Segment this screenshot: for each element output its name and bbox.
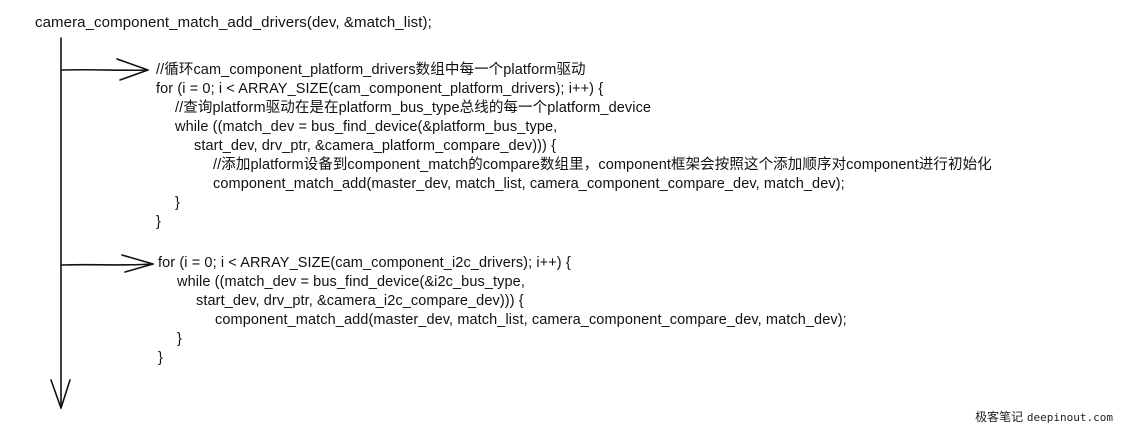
function-call: camera_component_match_add_drivers(dev, …: [35, 14, 432, 31]
code-line: start_dev, drv_ptr, &camera_i2c_compare_…: [196, 293, 524, 309]
watermark: 极客笔记 deepinout.com: [975, 408, 1113, 425]
code-line: for (i = 0; i < ARRAY_SIZE(cam_component…: [156, 81, 604, 97]
branch-arrow-1-head: [116, 58, 149, 81]
code-line: }: [177, 331, 182, 347]
code-line: }: [156, 214, 161, 230]
code-line: //循环cam_component_platform_drivers数组中每一个…: [156, 62, 586, 78]
main-flow-arrowhead: [50, 379, 71, 409]
code-line: }: [175, 195, 180, 211]
code-line: while ((match_dev = bus_find_device(&i2c…: [177, 274, 525, 290]
code-line: }: [158, 350, 163, 366]
branch-arrow-1-line: [61, 68, 149, 72]
code-line: for (i = 0; i < ARRAY_SIZE(cam_component…: [158, 255, 571, 271]
code-line: start_dev, drv_ptr, &camera_platform_com…: [194, 138, 557, 154]
code-line: //添加platform设备到component_match的compare数组…: [213, 157, 992, 173]
branch-arrow-2-line: [61, 263, 154, 266]
code-line: component_match_add(master_dev, match_li…: [213, 176, 845, 192]
watermark-site: deepinout.com: [1026, 411, 1113, 424]
code-line: while ((match_dev = bus_find_device(&pla…: [175, 119, 558, 135]
watermark-cn: 极客笔记: [975, 410, 1024, 424]
main-flow-line: [59, 37, 63, 409]
code-line: component_match_add(master_dev, match_li…: [215, 312, 847, 328]
branch-arrow-2-head: [121, 254, 154, 273]
code-line: //查询platform驱动在是在platform_bus_type总线的每一个…: [175, 100, 652, 116]
